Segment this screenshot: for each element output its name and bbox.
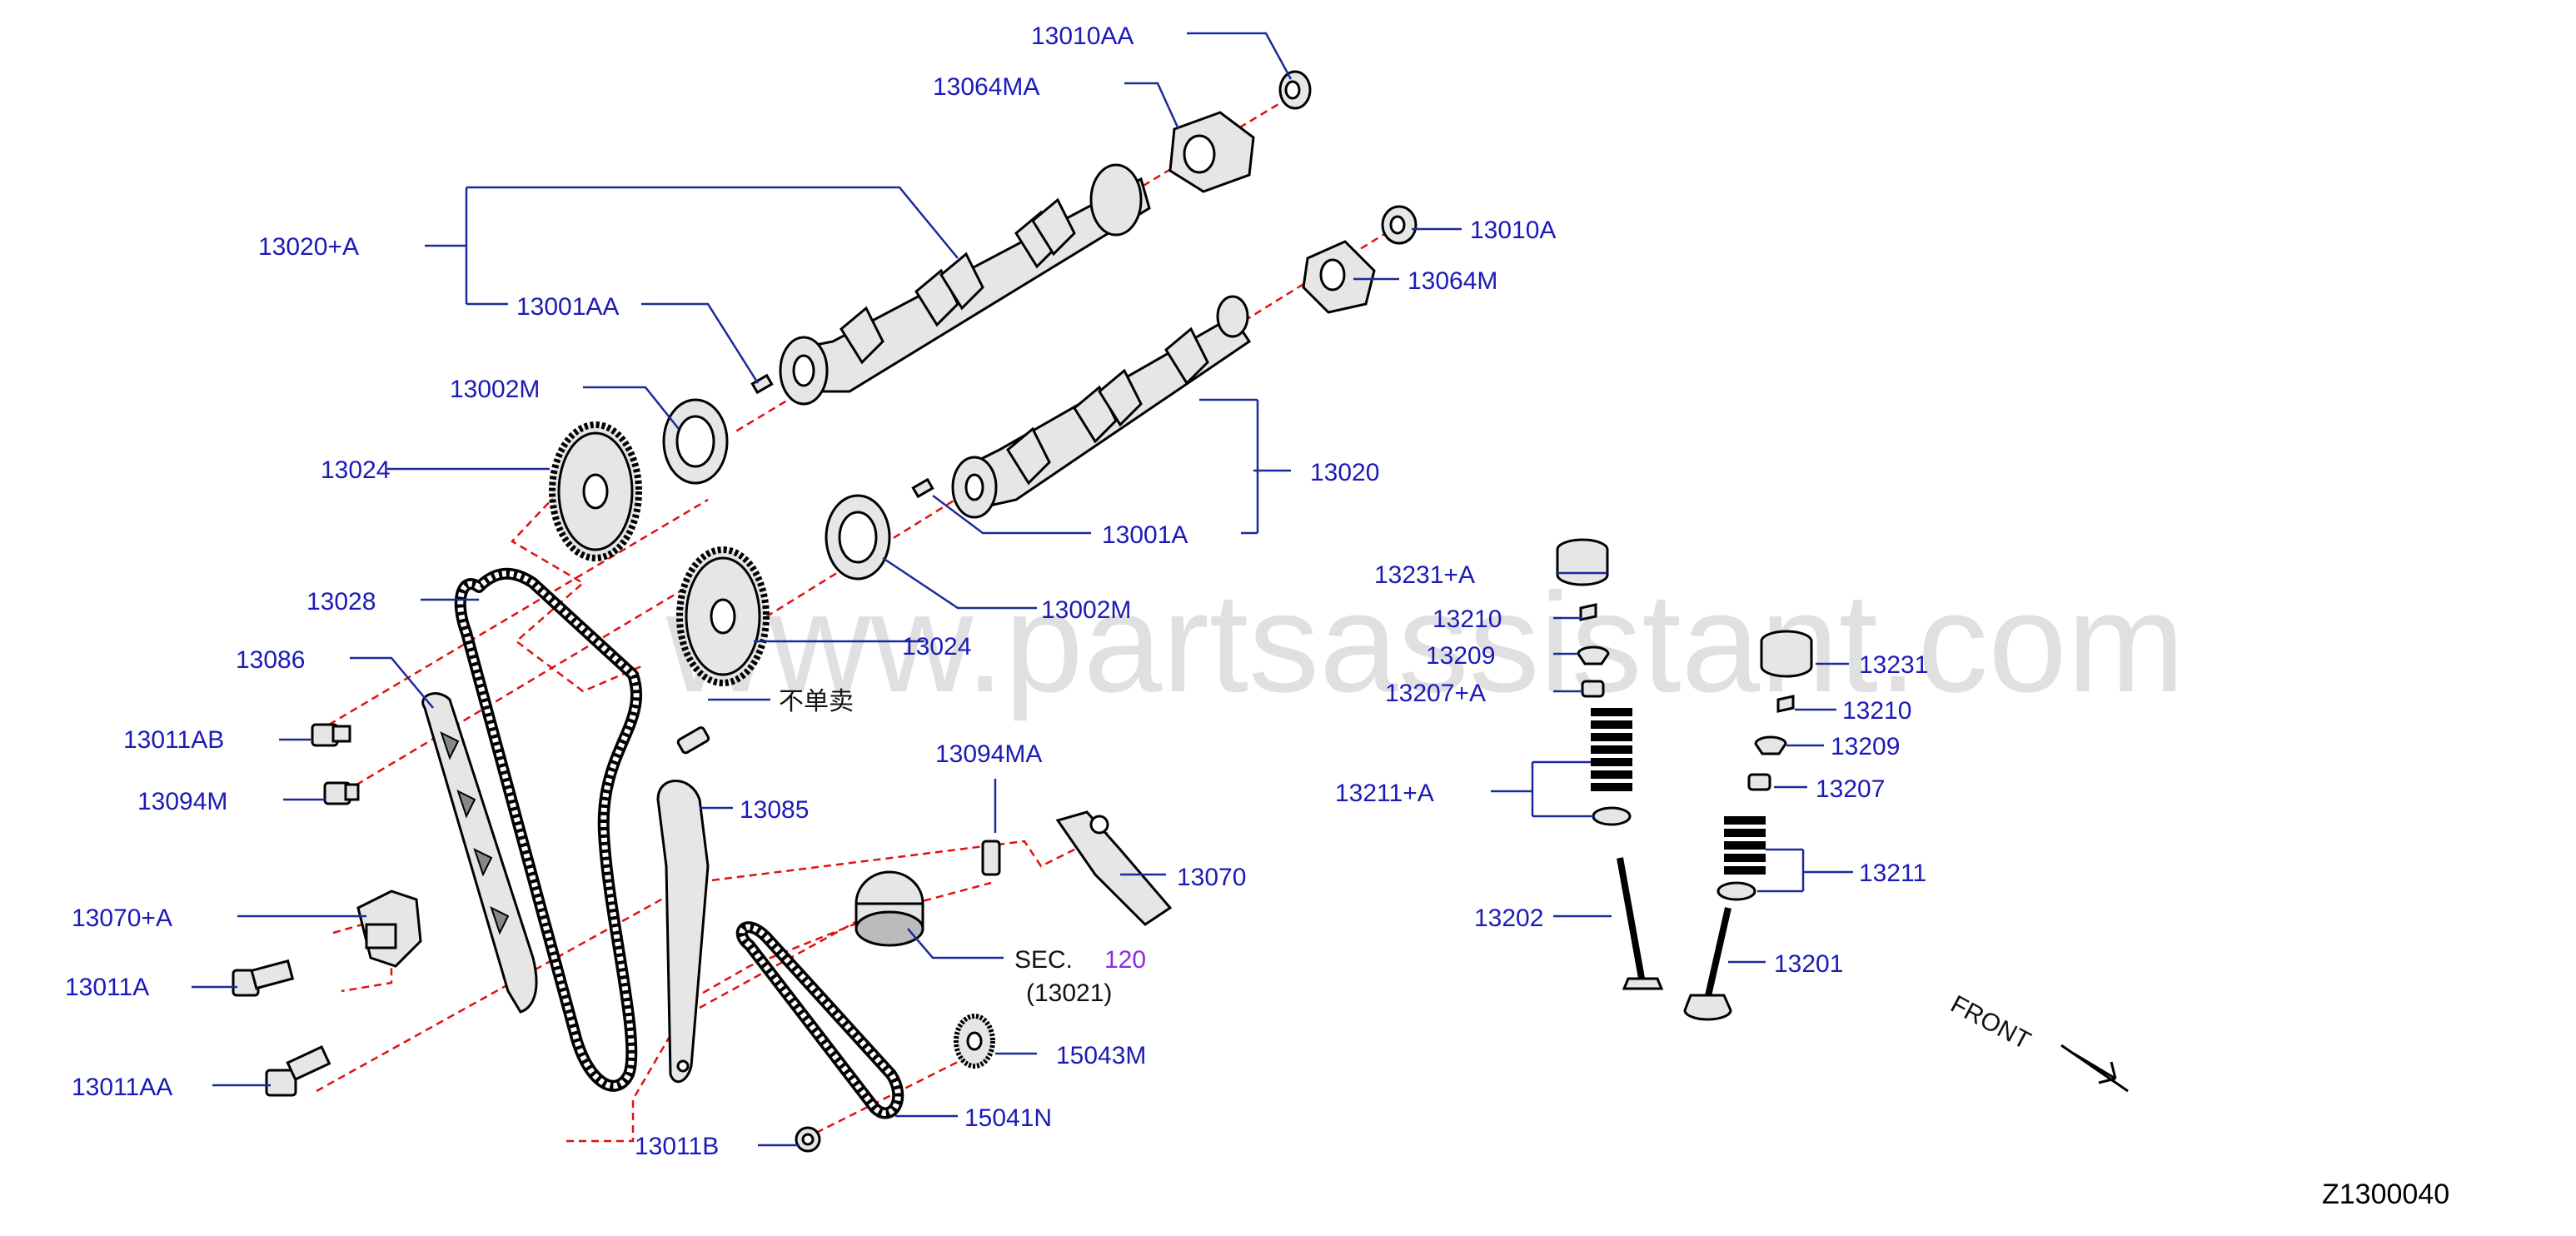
bolt-13011ab [311, 723, 351, 747]
label-13024-right: 13024 [902, 633, 971, 660]
label-13010a: 13010A [1470, 217, 1556, 244]
nut-13011b [795, 1126, 821, 1153]
camshaft-sprocket-lower [676, 546, 770, 686]
dowel-pin-upper [750, 373, 774, 395]
timing-chain [454, 567, 643, 1092]
exhaust-camshaft [951, 295, 1252, 519]
camshaft-sprocket-upper [549, 421, 642, 561]
label-13209-right: 13209 [1831, 733, 1900, 760]
chain-guide-13094ma [981, 840, 1001, 876]
label-15043m: 15043M [1056, 1042, 1146, 1069]
label-13070: 13070 [1177, 864, 1246, 891]
label-13070a: 13070+A [72, 905, 172, 932]
label-13011ab: 13011AB [123, 726, 224, 754]
chain-guide-slack [421, 692, 538, 1014]
front-label: FRONT [1946, 990, 2035, 1055]
label-13011aa-bottom: 13011AA [72, 1074, 172, 1101]
tensioner-13070 [1055, 810, 1173, 926]
label-13020: 13020 [1310, 459, 1379, 486]
valve-set-right [1683, 630, 1813, 1021]
front-arrow-icon [2060, 1044, 2129, 1093]
watermark-text: www.partsassistant.com [665, 564, 2185, 722]
label-13085: 13085 [740, 796, 809, 824]
label-13231a: 13231+A [1374, 561, 1475, 589]
label-13010aa: 13010AA [1031, 22, 1134, 50]
plug-upper [1278, 70, 1312, 110]
label-13201: 13201 [1774, 950, 1843, 978]
note-not-sold-separately: 不单卖 [779, 688, 854, 715]
oil-pump-chain [735, 921, 904, 1119]
label-13207a: 13207+A [1385, 680, 1486, 707]
label-13211: 13211 [1859, 860, 1926, 887]
dowel-pin-lower [911, 477, 934, 499]
bolt-13011a [232, 959, 295, 997]
label-13001aa: 13001AA [516, 293, 619, 321]
label-15041n: 15041N [964, 1104, 1052, 1132]
oil-seal-upper [662, 398, 729, 485]
label-13064m: 13064M [1408, 267, 1497, 295]
sec-ref-sub: (13021) [1026, 979, 1112, 1007]
label-13211a: 13211+A [1335, 780, 1434, 807]
label-13231: 13231 [1859, 651, 1928, 679]
bolt-13094m [323, 781, 360, 805]
intake-camshaft [779, 163, 1151, 406]
label-13024-left: 13024 [321, 456, 390, 484]
label-13011a: 13011A [65, 974, 149, 1001]
label-13209-left: 13209 [1426, 642, 1495, 670]
label-13094ma: 13094MA [935, 740, 1042, 768]
label-13202: 13202 [1474, 905, 1543, 932]
label-13210-right: 13210 [1842, 697, 1911, 725]
chain-guide-tension [656, 780, 710, 1084]
sec-ref-number: 120 [1104, 946, 1146, 974]
label-13011b: 13011B [635, 1133, 719, 1160]
sec-ref-label: SEC. [1014, 946, 1073, 974]
pivot-pin-13094m-upper [676, 726, 710, 755]
label-13064ma: 13064MA [933, 73, 1039, 101]
label-13210-left: 13210 [1432, 606, 1502, 633]
label-13207: 13207 [1816, 775, 1885, 803]
camshaft-bracket-upper [1168, 111, 1255, 193]
label-13028: 13028 [306, 588, 376, 616]
plug-lower [1381, 205, 1418, 245]
leader-lines [192, 32, 1853, 1147]
label-13094m: 13094M [137, 788, 227, 815]
crank-sprocket [855, 870, 924, 947]
bolt-13011aa [265, 1045, 331, 1097]
oil-pump-sprocket [954, 1014, 995, 1069]
label-13001a: 13001A [1102, 521, 1188, 549]
oil-seal-lower [825, 494, 891, 581]
label-13086: 13086 [236, 646, 305, 674]
part-labels: 13010AA 13064MA 13020+A 13001AA 13002M 1… [65, 22, 2449, 1210]
label-13002m-left: 13002M [450, 376, 540, 403]
label-13020a: 13020+A [258, 233, 359, 261]
label-13002m-right: 13002M [1041, 596, 1131, 624]
chain-tensioner-13070a [356, 890, 422, 968]
diagram-code: Z1300040 [2322, 1179, 2449, 1210]
camshaft-bracket-lower [1302, 240, 1376, 314]
